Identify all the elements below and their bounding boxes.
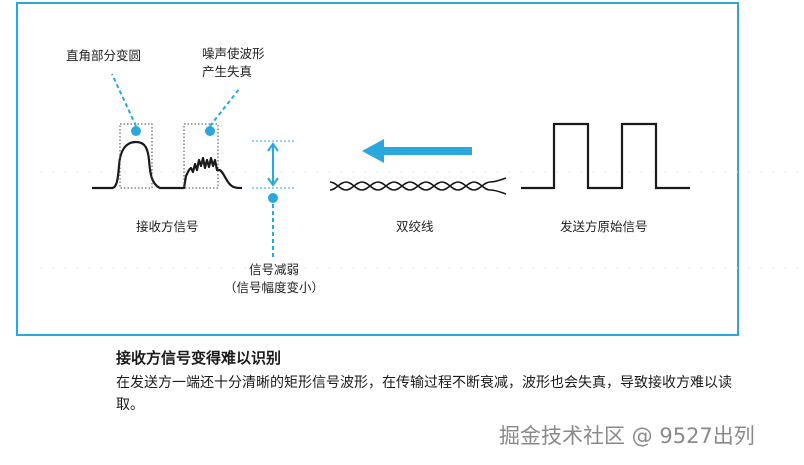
attenuation-marker-dot [268,193,278,203]
diagram-frame [16,2,739,336]
twisted-pair-label: 双绞线 [396,219,434,234]
receiver-label: 接收方信号 [136,219,199,234]
watermark: 掘金技术社区 @ 9527出列 [499,424,755,448]
sender-waveform [521,122,690,190]
twisted-pair-cable [329,177,507,195]
received-waveform [92,140,243,190]
double-vertical-arrow-icon [267,142,279,187]
corner-leader-line [111,73,137,127]
caption-title: 接收方信号变得难以识别 [116,349,282,367]
left-arrow-icon [362,139,472,163]
attenuation-label-line1: 信号减弱 [248,262,299,277]
corner-marker-dot [131,126,141,136]
sender-label: 发送方原始信号 [560,219,648,234]
caption-body: 在发送方一端还十分清晰的矩形信号波形，在传输过程不断衰减，波形也会失真，导致接收… [116,375,732,413]
corner-rounded-label: 直角部分变圆 [66,48,142,63]
attenuation-label-line2: （信号幅度变小） [223,280,324,295]
noise-label-line1: 噪声使波形 [202,46,265,61]
noise-label-line2: 产生失真 [202,64,253,79]
noise-leader-line [209,87,241,127]
noise-marker-dot [205,126,215,136]
corner-highlight-box [119,123,153,189]
